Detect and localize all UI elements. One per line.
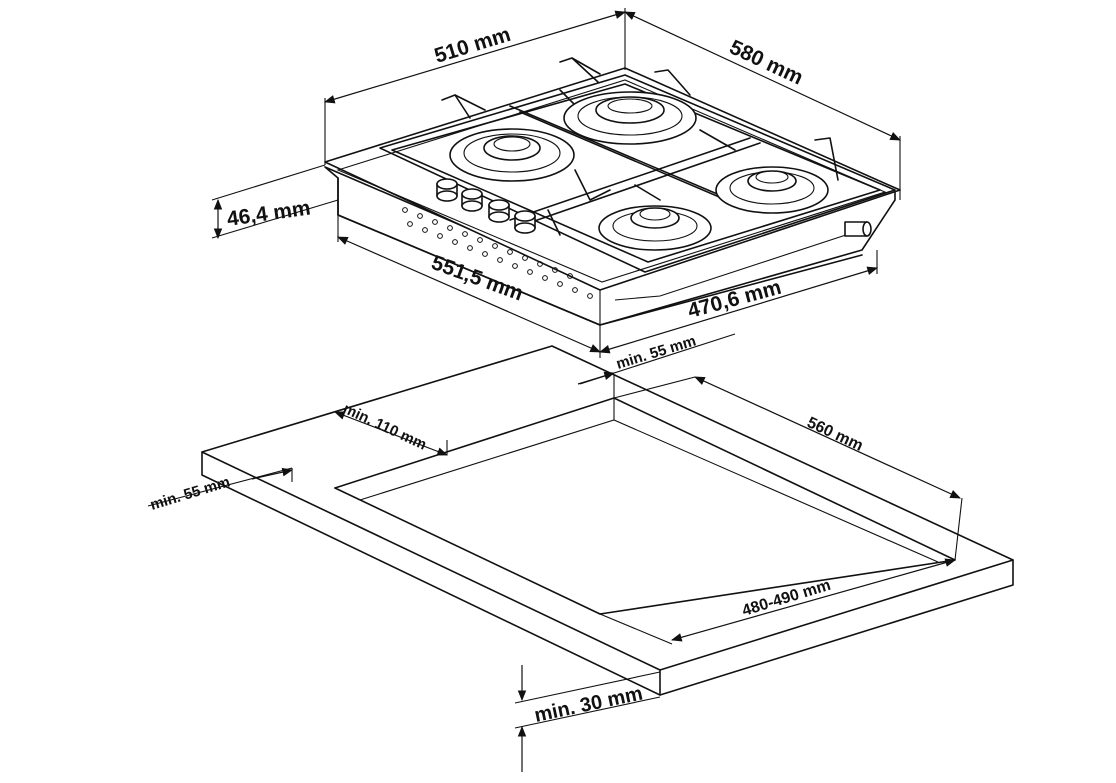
- label-rear-clearance: min. 110 mm: [340, 400, 429, 453]
- burner-front: [598, 205, 712, 251]
- hob-drawing: [324, 57, 901, 326]
- label-hob-width: 510 mm: [432, 23, 514, 68]
- label-worktop-thickness: min. 30 mm: [532, 682, 644, 726]
- gas-connector: [844, 221, 872, 237]
- hob-dimensions: [211, 8, 901, 358]
- label-front-clearance: min. 55 mm: [614, 332, 698, 372]
- knob-4: [514, 210, 536, 234]
- worktop-drawing: [201, 345, 1014, 696]
- control-knobs: [436, 178, 536, 234]
- label-cutout-depth: 560 mm: [804, 414, 865, 455]
- knob-2: [461, 188, 483, 212]
- label-side-clearance: min. 55 mm: [148, 473, 232, 513]
- burner-right: [715, 166, 829, 214]
- label-hob-height: 46,4 mm: [225, 196, 311, 230]
- burner-rear-left: [449, 128, 575, 182]
- label-hob-depth: 580 mm: [726, 36, 807, 90]
- knob-1: [436, 178, 458, 202]
- knob-3: [488, 199, 510, 223]
- cutout-dimensions: [147, 333, 963, 772]
- burner-rear-center: [563, 91, 697, 145]
